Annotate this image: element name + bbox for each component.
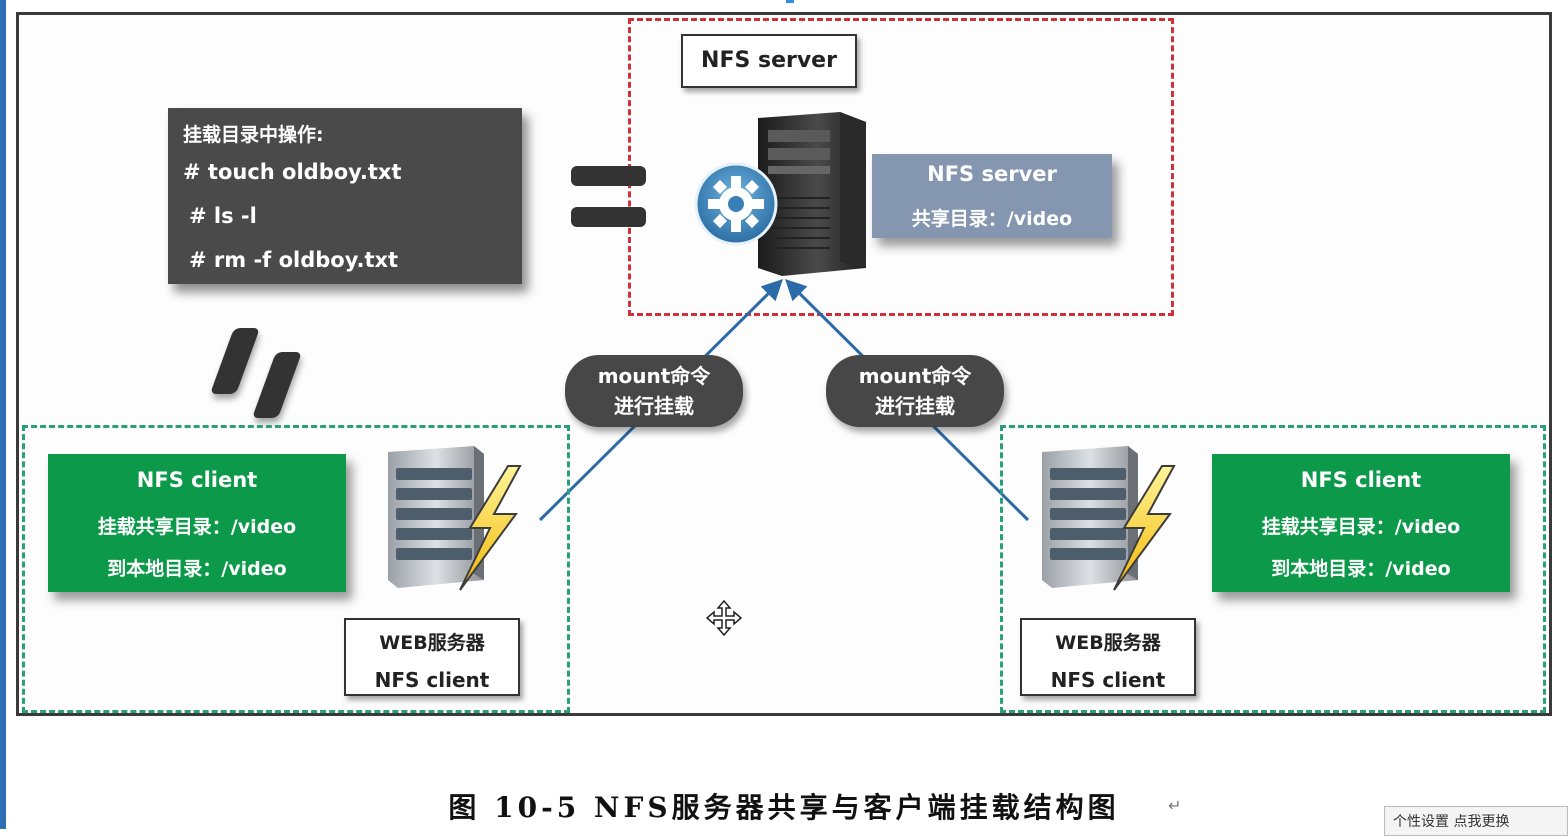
client-zone-right xyxy=(1000,425,1546,713)
window-left-edge xyxy=(0,0,6,829)
web-server-tag-line1: WEB服务器 xyxy=(379,632,485,654)
mount-label-line2: 进行挂载 xyxy=(614,394,694,418)
server-info-title: NFS server xyxy=(927,162,1057,186)
web-server-tag-left: WEB服务器 NFS client xyxy=(344,618,520,696)
client-info-box-left: NFS client 挂载共享目录：/video 到本地目录：/video xyxy=(48,454,346,592)
web-server-tag-right: WEB服务器 NFS client xyxy=(1020,618,1196,696)
server-info-box: NFS server 共享目录：/video xyxy=(872,154,1112,238)
client-info-mount-line: 挂载共享目录：/video xyxy=(97,516,297,538)
client-info-title: NFS client xyxy=(136,468,258,492)
client-info-box-right: NFS client 挂载共享目录：/video 到本地目录：/video xyxy=(1212,454,1510,592)
equals-sign-bar xyxy=(571,166,646,186)
mount-label-line1: mount命令 xyxy=(597,364,711,388)
client-info-local-line: 到本地目录：/video xyxy=(1271,558,1451,580)
mount-label-line2: 进行挂载 xyxy=(875,394,955,418)
server-tag: NFS server xyxy=(681,34,857,88)
client-info-local-line: 到本地目录：/video xyxy=(107,558,287,580)
command-panel-title: 挂载目录中操作: xyxy=(183,124,324,146)
window-top-marker xyxy=(786,0,794,3)
command-line: # touch oldboy.txt xyxy=(183,160,402,184)
mount-label-line1: mount命令 xyxy=(858,364,972,388)
mount-label-right: mount命令 进行挂载 xyxy=(826,355,1004,427)
nfs-server-tower-icon xyxy=(694,112,866,276)
web-server-icon xyxy=(388,446,522,591)
client-zone-left xyxy=(22,425,570,713)
web-server-tag-line1: WEB服务器 xyxy=(1055,632,1161,654)
command-line: # rm -f oldboy.txt xyxy=(189,248,399,272)
client-info-mount-line: 挂载共享目录：/video xyxy=(1261,516,1461,538)
personalize-widget[interactable]: 个性设置 点我更换 xyxy=(1384,806,1568,836)
web-server-tag-line2: NFS client xyxy=(374,668,490,692)
command-line: # ls -l xyxy=(189,204,257,228)
mount-label-left: mount命令 进行挂载 xyxy=(565,355,743,427)
paragraph-mark-icon: ↵ xyxy=(1168,796,1182,815)
web-server-icon xyxy=(1042,446,1176,591)
command-panel: 挂载目录中操作: # touch oldboy.txt # ls -l # rm… xyxy=(168,108,522,284)
move-cursor-icon xyxy=(706,600,742,636)
equals-sign-bar xyxy=(571,207,646,227)
server-info-share-dir: 共享目录：/video xyxy=(911,208,1073,230)
client-info-title: NFS client xyxy=(1300,468,1422,492)
web-server-tag-line2: NFS client xyxy=(1050,668,1166,692)
figure-caption: 图 10-5 NFS服务器共享与客户端挂载结构图 xyxy=(448,791,1120,824)
